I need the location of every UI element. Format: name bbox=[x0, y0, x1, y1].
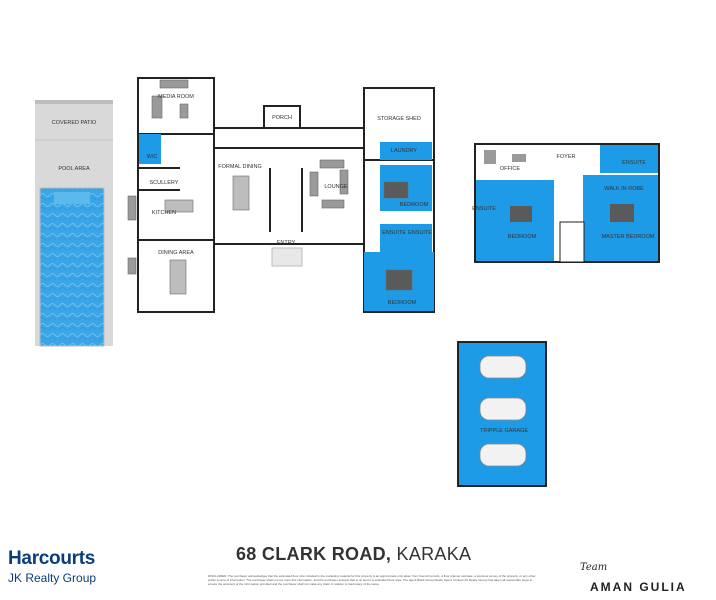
room-kitchen: KITCHEN bbox=[152, 210, 176, 216]
room-pool-area: POOL AREA bbox=[58, 166, 90, 172]
brand-name: Harcourts bbox=[8, 548, 96, 569]
address-street: 68 CLARK ROAD, bbox=[236, 544, 392, 564]
room-scullery: SCULLERY bbox=[150, 180, 179, 186]
car-icon bbox=[479, 443, 527, 467]
room-laundry: LAUNDRY bbox=[391, 148, 418, 154]
room-bedroom-3: BEDROOM bbox=[508, 234, 537, 240]
car-icon bbox=[479, 355, 527, 379]
room-covered-patio: COVERED PATIO bbox=[52, 120, 97, 126]
room-ensuite-1: ENSUITE bbox=[382, 230, 406, 236]
brand-sub: JK Realty Group bbox=[8, 571, 97, 585]
outdoor-area: COVERED PATIO POOL AREA bbox=[35, 100, 113, 347]
property-address: 68 CLARK ROAD, KARAKA bbox=[236, 544, 471, 565]
floor-plan: COVERED PATIO POOL AREA bbox=[35, 77, 660, 487]
disclaimer: DISCLAIMER: The purchaser acknowledges t… bbox=[208, 574, 536, 586]
pool bbox=[39, 187, 105, 347]
room-master-bedroom: MASTER BEDROOM bbox=[602, 234, 655, 240]
room-ensuite-3: ENSUITE bbox=[622, 160, 646, 166]
team-name: AMAN GULIA bbox=[590, 580, 687, 594]
room-porch: PORCH bbox=[272, 115, 292, 121]
car-icon bbox=[479, 397, 527, 421]
room-storage-shed: STORAGE SHED bbox=[377, 116, 421, 122]
room-tripple-garage: TRIPPLE GARAGE bbox=[480, 428, 528, 434]
address-suburb: KARAKA bbox=[391, 544, 472, 564]
room-ensuite-4: ENSUITE bbox=[472, 206, 496, 212]
room-entry: ENTRY bbox=[277, 240, 296, 246]
room-labels: MEDIA ROOM W/C SCULLERY KITCHEN DINING A… bbox=[147, 94, 655, 434]
room-formal-dining: FORMAL DINING bbox=[218, 164, 262, 170]
highlighted-rooms-annex bbox=[476, 145, 658, 263]
room-foyer: FOYER bbox=[557, 154, 576, 160]
room-bedroom-1: BEDROOM bbox=[400, 202, 429, 208]
room-bedroom-2: BEDROOM bbox=[388, 300, 417, 306]
garage bbox=[457, 341, 547, 487]
room-ensuite-2: ENSUITE bbox=[408, 230, 432, 236]
furniture bbox=[127, 79, 413, 295]
room-walk-in-robe: WALK IN ROBE bbox=[604, 186, 644, 192]
room-lounge: LOUNGE bbox=[324, 184, 348, 190]
room-media-room: MEDIA ROOM bbox=[158, 94, 194, 100]
room-office: OFFICE bbox=[500, 166, 520, 172]
room-dining-area: DINING AREA bbox=[158, 250, 194, 256]
room-wc: W/C bbox=[147, 154, 158, 160]
team-script: Team bbox=[580, 562, 608, 573]
